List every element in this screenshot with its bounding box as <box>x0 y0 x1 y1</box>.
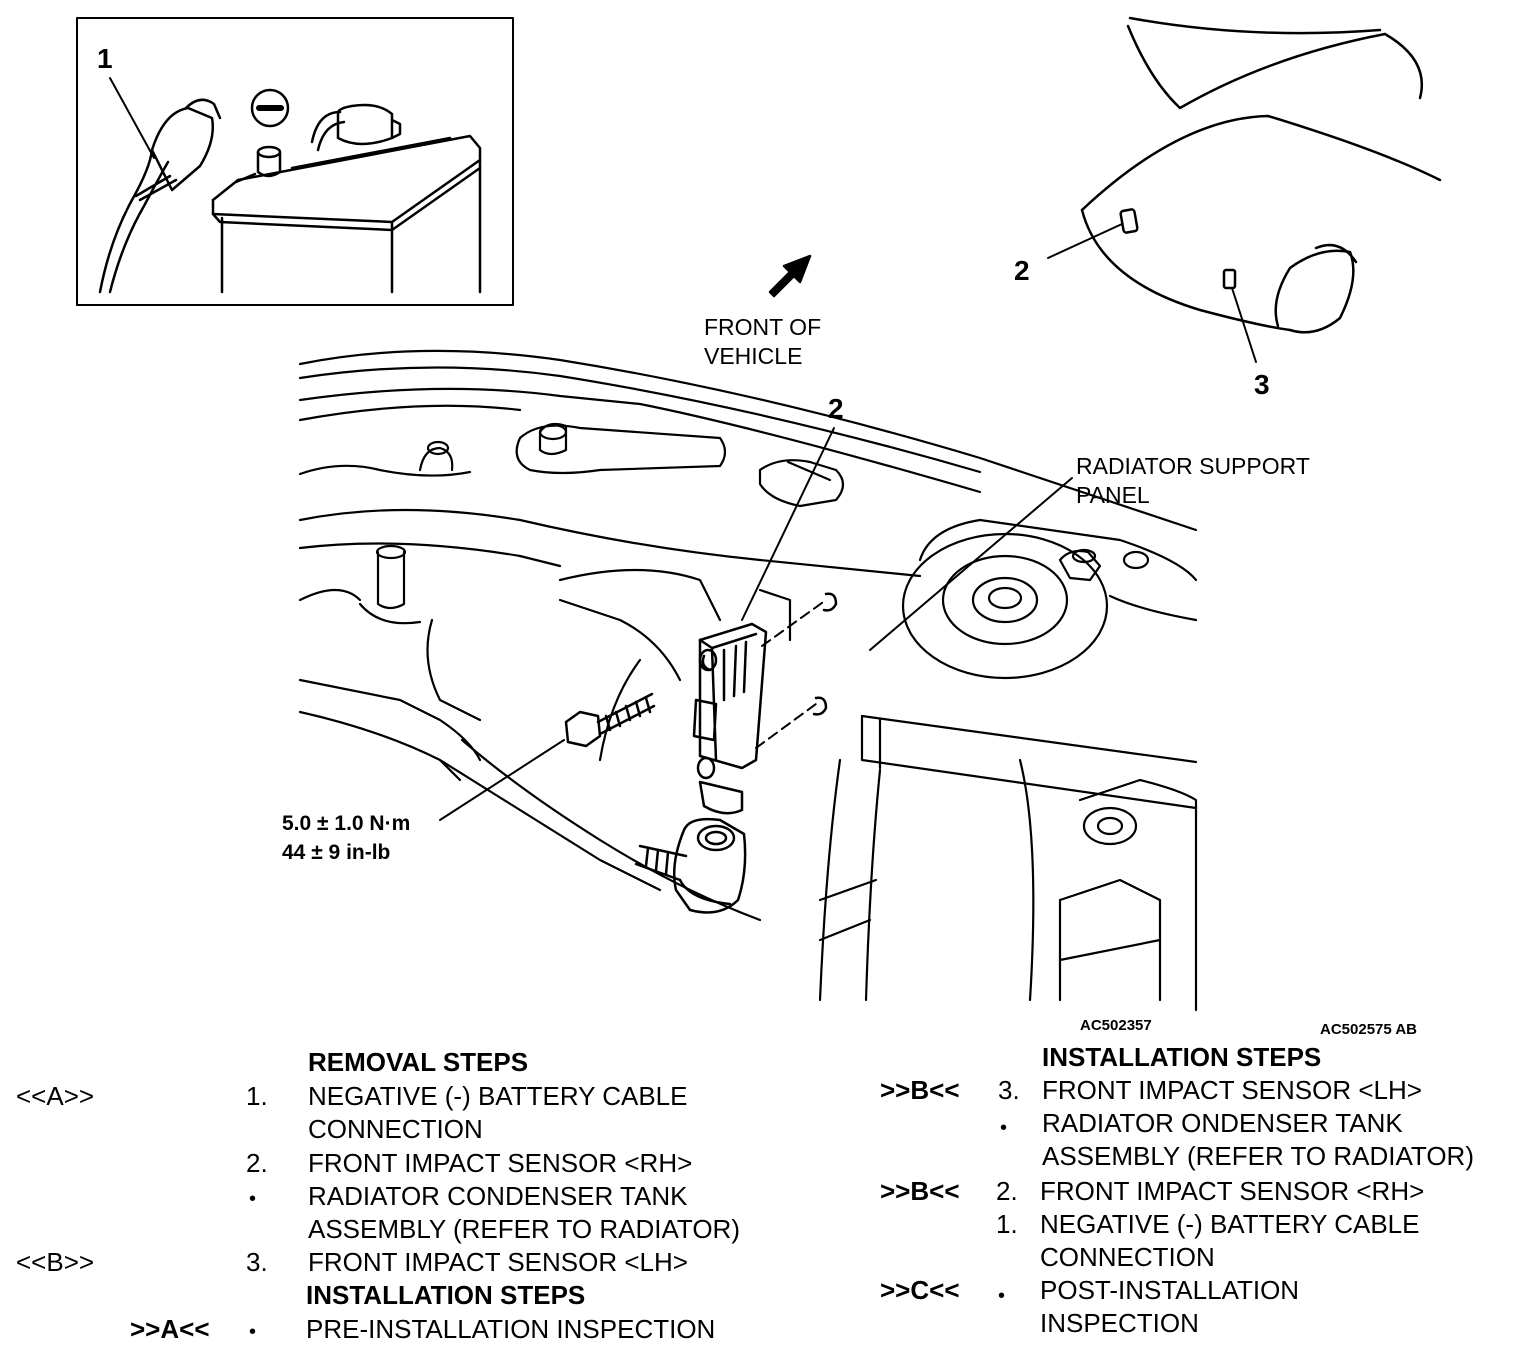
removal-installation-heading: INSTALLATION STEPS <box>306 1280 586 1310</box>
callout-2-main: 2 <box>828 393 844 424</box>
figure-code-left: AC502357 <box>1080 1017 1152 1034</box>
pre-install-bullet: • <box>249 1321 257 1343</box>
front-of-vehicle-label-line2: VEHICLE <box>704 343 803 369</box>
leader-line-1 <box>109 77 155 159</box>
removal-step-3-text: FRONT IMPACT SENSOR <LH> <box>308 1247 688 1277</box>
removal-step-1-ref: <<A>> <box>16 1081 95 1111</box>
removal-step-3-ref: <<B>> <box>16 1247 95 1277</box>
post-install-text-line2: INSPECTION <box>1040 1308 1199 1338</box>
post-install-bullet: • <box>998 1285 1006 1307</box>
leader-line-radiator <box>869 477 1073 651</box>
install-step-1-num: 1. <box>996 1209 1018 1239</box>
radiator-support-label-line2: PANEL <box>1076 482 1150 508</box>
install-step-2-text: FRONT IMPACT SENSOR <RH> <box>1040 1176 1425 1206</box>
removal-step-2-text: FRONT IMPACT SENSOR <RH> <box>308 1148 693 1178</box>
post-install-ref: >>C<< <box>880 1275 960 1305</box>
front-of-vehicle-label-line1: FRONT OF <box>704 314 822 340</box>
install-step-1-text-line2: CONNECTION <box>1040 1242 1215 1272</box>
removal-step-bullet-text-line2: ASSEMBLY (REFER TO RADIATOR) <box>308 1214 740 1244</box>
install-step-3-text: FRONT IMPACT SENSOR <LH> <box>1042 1075 1422 1105</box>
torque-imperial: 44 ± 9 in-lb <box>282 841 391 864</box>
torque-metric: 5.0 ± 1.0 N·m <box>282 812 411 835</box>
removal-step-3-num: 3. <box>246 1247 268 1277</box>
leader-line-2 <box>741 427 835 621</box>
leader-line-torque <box>439 739 565 821</box>
radiator-support-label-line1: RADIATOR SUPPORT <box>1076 453 1310 479</box>
post-install-text-line1: POST-INSTALLATION <box>1040 1275 1300 1305</box>
vehicle-body-inset <box>1047 16 1442 363</box>
install-step-3-num: 3. <box>998 1075 1020 1105</box>
diagram-illustration <box>76 16 1442 1012</box>
engine-compartment <box>298 349 1198 1012</box>
installation-heading: INSTALLATION STEPS <box>1042 1042 1322 1072</box>
removal-step-bullet: • <box>249 1188 257 1210</box>
install-step-2-ref: >>B<< <box>880 1176 960 1206</box>
callout-3-inset: 3 <box>1254 369 1270 400</box>
removal-step-1-text-line2: CONNECTION <box>308 1114 483 1144</box>
removal-heading: REMOVAL STEPS <box>308 1047 529 1077</box>
battery-inset <box>76 17 514 306</box>
install-step-2-num: 2. <box>996 1176 1018 1206</box>
front-arrow-icon <box>768 254 812 298</box>
install-bullet-radiator: • <box>1000 1117 1008 1139</box>
removal-step-2-num: 2. <box>246 1148 268 1178</box>
callout-2-inset: 2 <box>1014 255 1030 286</box>
figure-code-right: AC502575 AB <box>1320 1021 1417 1038</box>
install-step-1-text-line1: NEGATIVE (-) BATTERY CABLE <box>1040 1209 1420 1239</box>
install-radiator-text-line1: RADIATOR ONDENSER TANK <box>1042 1108 1403 1138</box>
pre-install-text: PRE-INSTALLATION INSPECTION <box>306 1314 716 1344</box>
install-step-3-ref: >>B<< <box>880 1075 960 1105</box>
removal-step-1-num: 1. <box>246 1081 268 1111</box>
install-radiator-text-line2: ASSEMBLY (REFER TO RADIATOR) <box>1042 1141 1474 1171</box>
callout-1: 1 <box>97 43 113 74</box>
removal-step-1-text-line1: NEGATIVE (-) BATTERY CABLE <box>308 1081 688 1111</box>
impact-sensor <box>564 592 838 914</box>
removal-step-bullet-text-line1: RADIATOR CONDENSER TANK <box>308 1181 688 1211</box>
pre-install-ref: >>A<< <box>130 1314 210 1344</box>
minus-icon <box>250 88 290 128</box>
